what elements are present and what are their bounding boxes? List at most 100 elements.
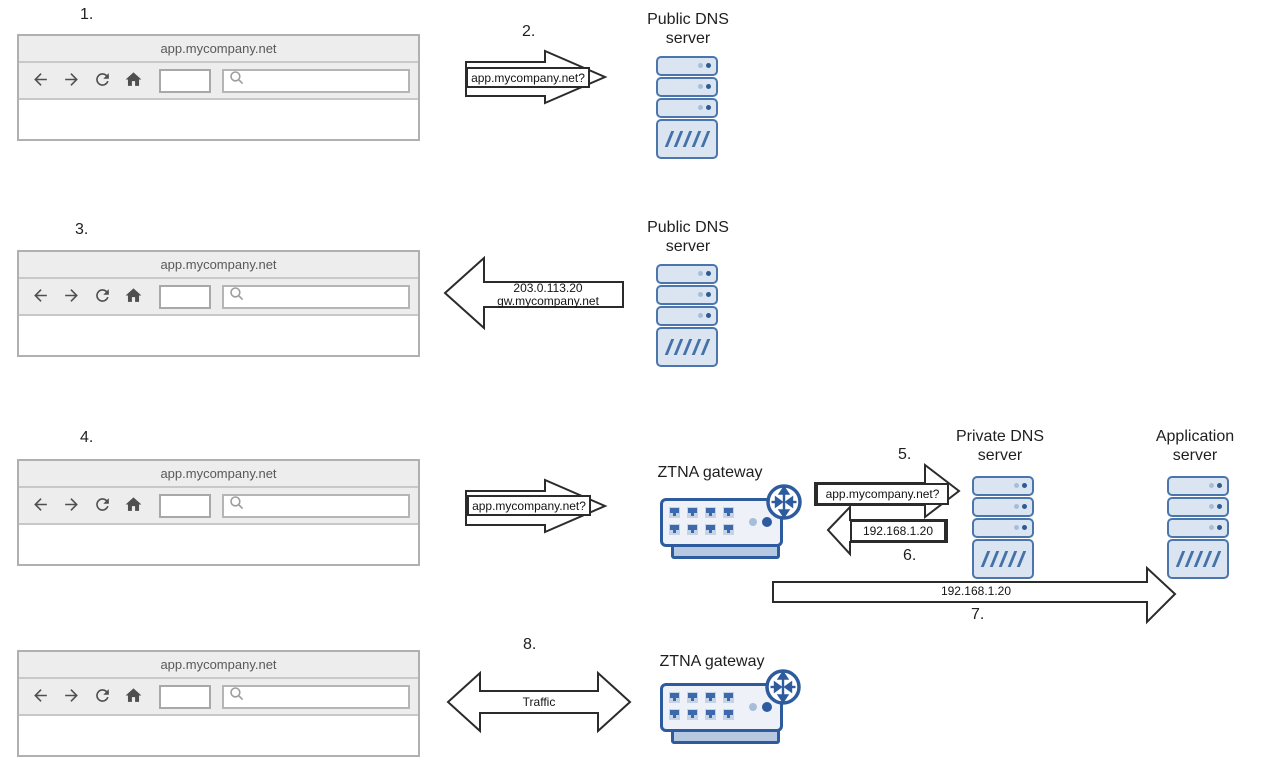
step-5-label: 5. [898, 446, 912, 463]
status-led [762, 702, 772, 712]
label-line: ZTNA gateway [659, 653, 765, 670]
mini-address-field[interactable] [159, 684, 211, 709]
mini-address-field[interactable] [159, 493, 211, 518]
magnifier-icon [229, 686, 245, 707]
server-slab [656, 285, 718, 305]
home-button[interactable] [120, 684, 146, 710]
refresh-button[interactable] [89, 684, 115, 710]
mini-address-field[interactable] [159, 68, 211, 93]
back-button[interactable] [27, 68, 53, 94]
step-7-label: 7. [971, 606, 985, 623]
server-slab [972, 497, 1034, 517]
label-line: Public DNS [647, 11, 729, 28]
browser-window-1: app.mycompany.net [17, 34, 420, 141]
forward-arrow-icon [62, 495, 81, 517]
browser-title-bar: app.mycompany.net [19, 652, 418, 679]
search-input[interactable] [245, 687, 408, 706]
public-dns-server-icon [656, 264, 718, 367]
refresh-icon [93, 286, 112, 308]
status-led [762, 517, 772, 527]
response-ip: 203.0.113.20 [513, 281, 583, 295]
browser-title-bar: app.mycompany.net [19, 36, 418, 63]
label-line: Application [1155, 428, 1235, 445]
search-box[interactable] [222, 68, 410, 93]
public-dns-server-label: Public DNS server [623, 10, 753, 48]
step2-query-label: app.mycompany.net? [466, 67, 590, 88]
refresh-icon [93, 495, 112, 517]
server-slab [1167, 476, 1229, 496]
browser-content [19, 316, 418, 355]
back-button[interactable] [27, 684, 53, 710]
forward-button[interactable] [58, 684, 84, 710]
label-line: Private DNS [955, 428, 1045, 445]
forward-arrow-icon [62, 286, 81, 308]
search-input[interactable] [245, 496, 408, 515]
step-6-label: 6. [903, 547, 917, 564]
home-icon [124, 686, 143, 708]
mini-address-field[interactable] [159, 284, 211, 309]
label-line: ZTNA gateway [657, 464, 763, 481]
home-icon [124, 286, 143, 308]
label-line: server [1172, 447, 1218, 464]
server-vents [656, 327, 718, 367]
refresh-button[interactable] [89, 493, 115, 519]
server-vents [656, 119, 718, 159]
response-hostname: gw.mycompany.net [497, 293, 599, 308]
back-arrow-icon [31, 686, 50, 708]
step-1-label: 1. [80, 6, 94, 23]
back-button[interactable] [27, 493, 53, 519]
step-8-label: 8. [523, 636, 537, 653]
server-slab [972, 518, 1034, 538]
search-box[interactable] [222, 684, 410, 709]
private-dns-server-label: Private DNS server [935, 427, 1065, 465]
browser-window-3: app.mycompany.net [17, 459, 420, 566]
browser-toolbar [19, 63, 418, 100]
forward-button[interactable] [58, 284, 84, 310]
refresh-button[interactable] [89, 284, 115, 310]
private-dns-server-icon [972, 476, 1034, 579]
server-slab [1167, 518, 1229, 538]
back-button[interactable] [27, 284, 53, 310]
home-button[interactable] [120, 68, 146, 94]
browser-content [19, 716, 418, 755]
search-box[interactable] [222, 493, 410, 518]
search-input[interactable] [245, 287, 408, 306]
back-arrow-icon [31, 495, 50, 517]
back-arrow-icon [31, 286, 50, 308]
home-icon [124, 495, 143, 517]
server-slab [656, 98, 718, 118]
search-input[interactable] [245, 71, 408, 90]
home-button[interactable] [120, 493, 146, 519]
browser-content [19, 100, 418, 139]
magnifier-icon [229, 495, 245, 516]
forward-button[interactable] [58, 68, 84, 94]
browser-title-bar: app.mycompany.net [19, 461, 418, 488]
magnifier-icon [229, 286, 245, 307]
browser-window-4: app.mycompany.net [17, 650, 420, 757]
router-badge-icon [765, 669, 801, 705]
step7-forward-label: 192.168.1.20 [940, 584, 1012, 598]
label-line: Public DNS [647, 219, 729, 236]
step-4-label: 4. [80, 429, 94, 446]
server-slab [656, 77, 718, 97]
server-slab [972, 476, 1034, 496]
status-led [749, 703, 757, 711]
browser-title: app.mycompany.net [160, 657, 277, 672]
refresh-icon [93, 70, 112, 92]
home-button[interactable] [120, 284, 146, 310]
step3-response-label: 203.0.113.20 gw.mycompany.net [478, 282, 618, 307]
ethernet-ports [669, 692, 734, 720]
step8-double-arrow [446, 670, 632, 734]
step4-query-label: app.mycompany.net? [467, 495, 591, 516]
label-line: server [977, 447, 1023, 464]
search-box[interactable] [222, 284, 410, 309]
public-dns-server-icon [656, 56, 718, 159]
refresh-button[interactable] [89, 68, 115, 94]
browser-window-2: app.mycompany.net [17, 250, 420, 357]
step3-arrow-left [443, 255, 624, 331]
browser-title: app.mycompany.net [160, 466, 277, 481]
browser-title: app.mycompany.net [160, 257, 277, 272]
browser-title-bar: app.mycompany.net [19, 252, 418, 279]
forward-button[interactable] [58, 493, 84, 519]
step-2-label: 2. [522, 23, 536, 40]
